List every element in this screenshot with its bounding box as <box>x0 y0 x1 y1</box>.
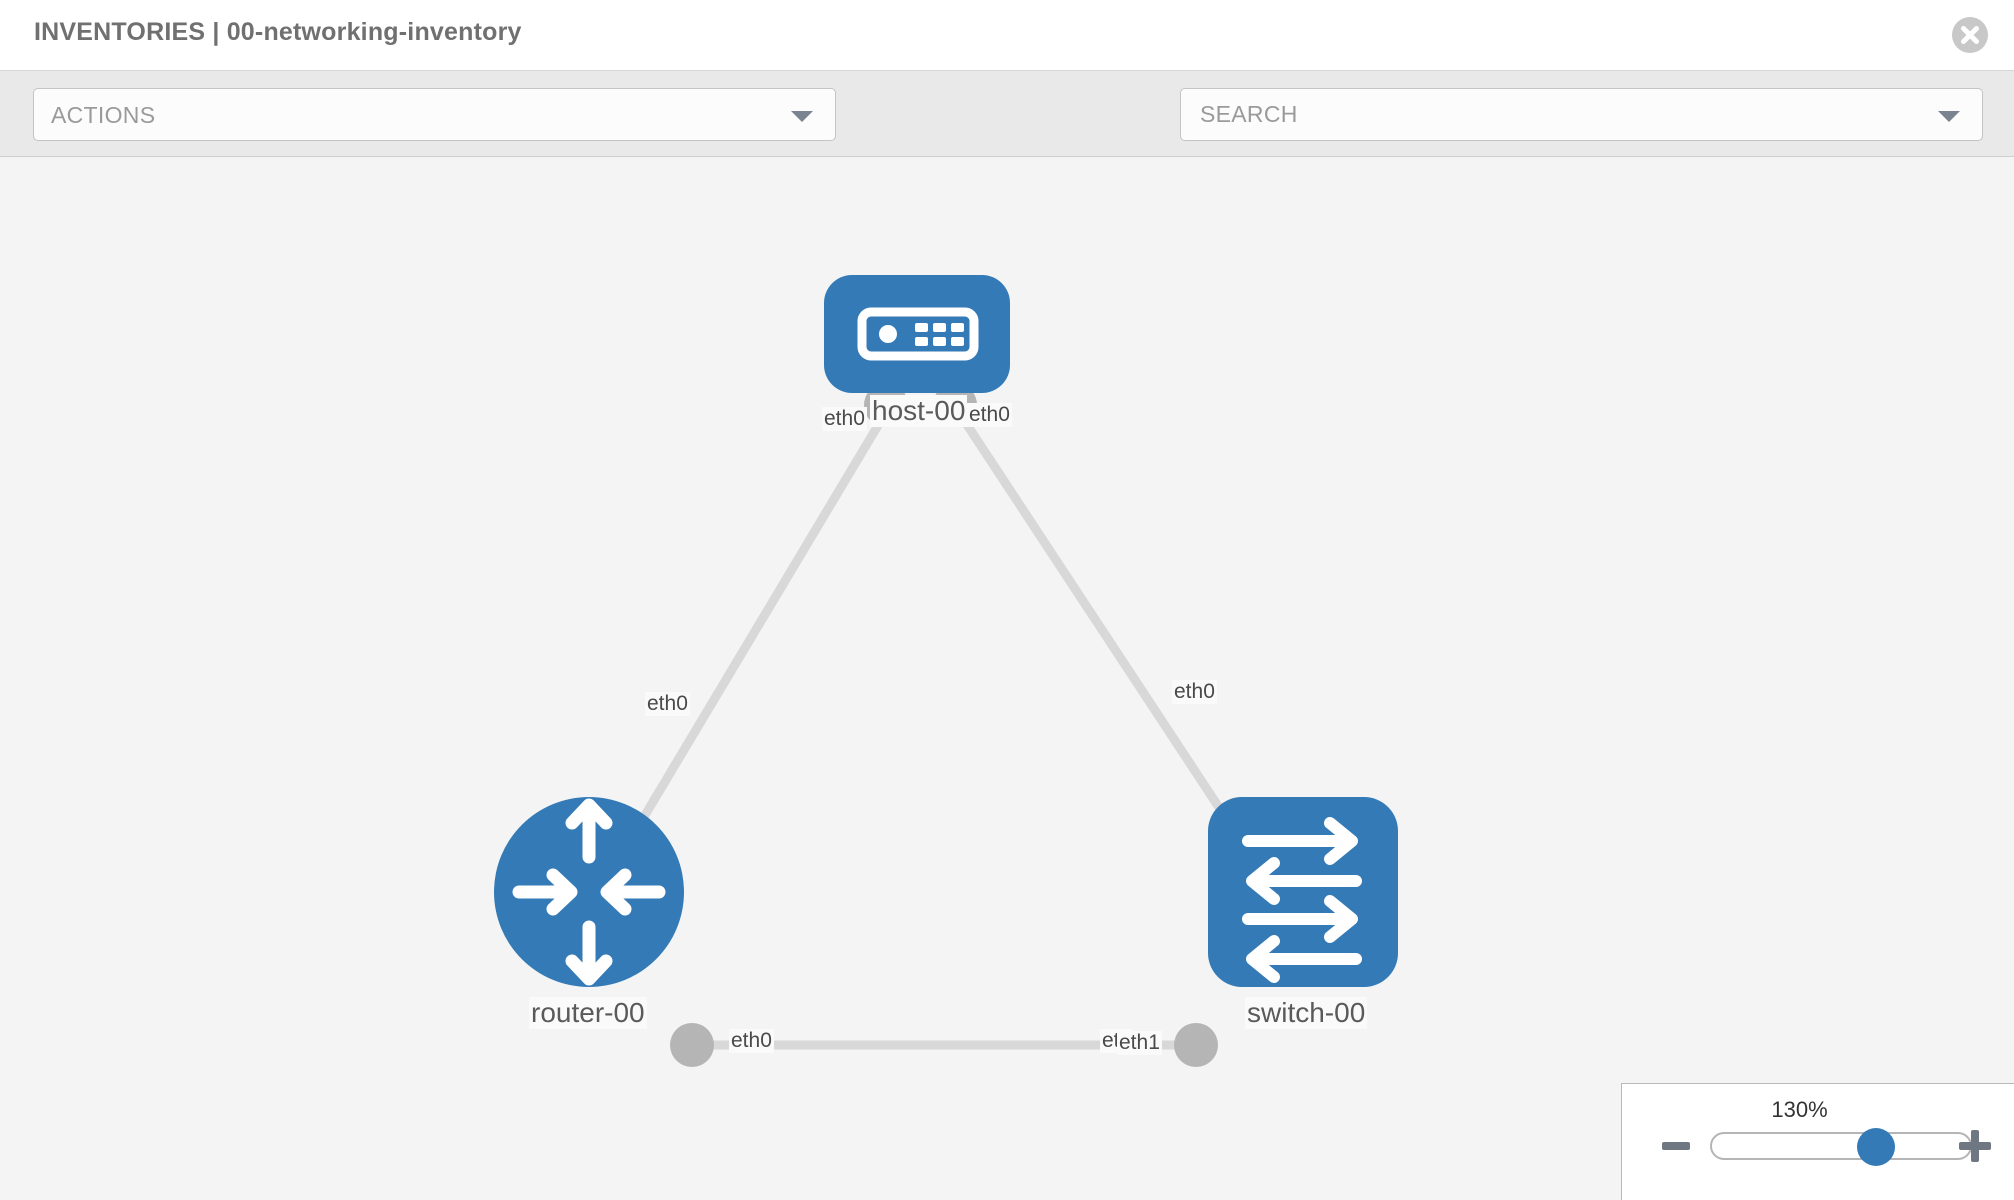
port-switch-left <box>1174 1023 1218 1067</box>
node-label-router-00: router-00 <box>529 997 647 1029</box>
node-label-switch-00: switch-00 <box>1245 997 1368 1029</box>
node-switch-00 <box>1208 797 1398 987</box>
link-host-switch <box>948 399 1249 850</box>
port-router-right <box>670 1023 714 1067</box>
zoom-slider[interactable] <box>1710 1128 1972 1166</box>
close-icon[interactable] <box>1952 17 1988 53</box>
port-label-host-right: eth0 <box>967 403 1012 427</box>
port-label-router-up: eth0 <box>645 692 690 716</box>
zoom-percent-label: 130% <box>1771 1097 1828 1122</box>
zoom-out-button[interactable] <box>1662 1142 1690 1150</box>
topology-canvas[interactable]: host-00 router-00 switch-00 eth0 eth0 et… <box>0 157 2014 1200</box>
node-label-host-00: host-00 <box>870 395 968 427</box>
topology-links <box>616 399 1249 1050</box>
port-label-host-left: eth0 <box>822 407 867 431</box>
zoom-slider-handle[interactable] <box>1857 1128 1896 1166</box>
node-host-00 <box>824 275 1010 393</box>
page-header: INVENTORIES | 00-networking-inventory <box>0 0 2014 71</box>
zoom-control-panel: 130% <box>1621 1083 2014 1200</box>
chevron-down-icon <box>791 111 813 122</box>
chevron-down-icon <box>1938 111 1960 122</box>
actions-dropdown[interactable]: ACTIONS <box>33 88 836 141</box>
port-label-switch-up: eth0 <box>1172 680 1217 704</box>
port-label-switch-left-b: eth1 <box>1117 1031 1162 1055</box>
toolbar: ACTIONS <box>0 71 2014 205</box>
topology-graph <box>494 275 1398 1067</box>
search-field[interactable] <box>1180 88 1983 141</box>
port-label-router-right: eth0 <box>729 1029 774 1053</box>
page-title: INVENTORIES | 00-networking-inventory <box>34 18 522 46</box>
link-host-router <box>616 399 896 860</box>
search-input[interactable] <box>1198 89 1898 140</box>
node-router-00 <box>494 797 684 987</box>
actions-dropdown-label: ACTIONS <box>51 102 156 128</box>
zoom-in-button[interactable] <box>1959 1130 1991 1162</box>
